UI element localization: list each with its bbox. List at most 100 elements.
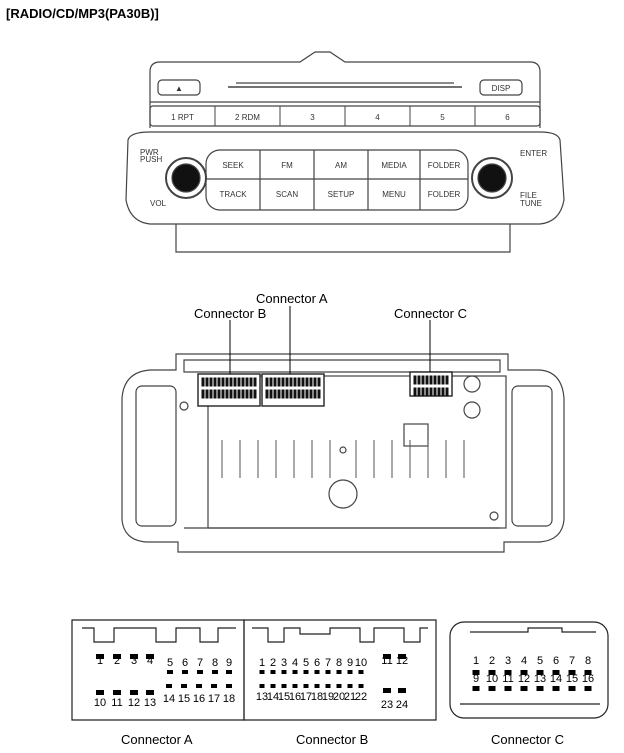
pin-label-8: 8 [585, 655, 591, 667]
pinout-title-b: Connector B [296, 732, 369, 747]
pin-cavity [303, 670, 309, 674]
connector-pin [277, 377, 281, 387]
rear-connector-a [261, 373, 325, 407]
connector-pin [229, 389, 233, 399]
pin-label-13: 13 [144, 697, 156, 709]
pin-cavity [552, 686, 560, 691]
pin-label-2: 2 [270, 657, 276, 669]
pin-cavity [292, 684, 298, 688]
connector-pin [309, 377, 313, 387]
pin-label-2: 2 [114, 655, 120, 667]
connector-pin [429, 375, 433, 385]
connector-pin [221, 389, 225, 399]
pin-label-7: 7 [197, 657, 203, 669]
connector-pin [221, 377, 225, 387]
connector-pin [233, 389, 237, 399]
connector-pin [413, 375, 417, 385]
pin-label-1: 1 [259, 657, 265, 669]
pin-label-12: 12 [396, 655, 408, 667]
eject-button [157, 79, 201, 96]
pin-label-9: 9 [347, 657, 353, 669]
connector-pin [317, 389, 321, 399]
connector-pin [217, 377, 221, 387]
pin-label-1: 1 [97, 655, 103, 667]
control-button-top-2: FM [281, 161, 293, 170]
control-button-bottom-2: SCAN [276, 190, 298, 199]
pin-cavity [259, 684, 265, 688]
connector-pin [273, 377, 277, 387]
pin-cavity [504, 670, 512, 675]
connector-pin [305, 377, 309, 387]
connector-pin [317, 377, 321, 387]
pin-cavity [336, 670, 342, 674]
vol-label: VOL [150, 199, 167, 208]
connector-pin [429, 387, 433, 397]
pin-label-20: 20 [333, 691, 345, 703]
connector-pin [229, 377, 233, 387]
control-button-bottom-4: MENU [382, 190, 406, 199]
pin-label-19: 19 [322, 691, 334, 703]
connector-pin [425, 387, 429, 397]
pin-label-15: 15 [178, 693, 190, 705]
volume-knob [171, 163, 201, 193]
pin-cavity [270, 684, 276, 688]
tune-knob [477, 163, 507, 193]
pin-cavity [472, 686, 480, 691]
pin-cavity [182, 670, 188, 674]
connector-pin [245, 389, 249, 399]
pin-cavity [314, 670, 320, 674]
connector-pin [209, 389, 213, 399]
pin-label-17: 17 [300, 691, 312, 703]
pin-cavity [113, 690, 121, 695]
pin-label-11: 11 [381, 655, 392, 667]
pin-cavity [536, 686, 544, 691]
pin-label-1: 1 [473, 655, 479, 667]
pin-cavity [130, 690, 138, 695]
pin-cavity [113, 654, 121, 659]
control-button-top-5: FOLDER [428, 161, 461, 170]
pin-cavity [325, 684, 331, 688]
pin-label-2: 2 [489, 655, 495, 667]
connector-pin [441, 375, 445, 385]
connector-pin [433, 375, 437, 385]
pin-label-5: 5 [167, 657, 173, 669]
connector-pin [293, 377, 297, 387]
pin-label-16: 16 [582, 673, 594, 685]
connector-pin [437, 375, 441, 385]
connector-pin [417, 387, 421, 397]
connector-pin [313, 377, 317, 387]
pin-label-12: 12 [128, 697, 140, 709]
pin-cavity [383, 654, 391, 659]
pin-label-14: 14 [163, 693, 175, 705]
control-button-top-1: SEEK [222, 161, 244, 170]
pin-label-11: 11 [111, 697, 122, 709]
pin-cavity [130, 654, 138, 659]
connector-pin [269, 377, 273, 387]
connector-pin [249, 377, 253, 387]
pin-label-5: 5 [537, 655, 543, 667]
callout-leaders [229, 306, 431, 374]
pin-cavity [281, 670, 287, 674]
connector-pin [281, 389, 285, 399]
pin-cavity [226, 684, 232, 688]
pin-label-6: 6 [553, 655, 559, 667]
pin-cavity [504, 686, 512, 691]
pin-cavity [96, 654, 104, 659]
connector-pin [253, 389, 257, 399]
connector-pin [289, 377, 293, 387]
page-title: [RADIO/CD/MP3(PA30B)] [6, 6, 159, 21]
connector-pin [253, 377, 257, 387]
pin-label-4: 4 [292, 657, 298, 669]
disp-button [479, 79, 523, 96]
preset-button-label-3: 3 [310, 113, 315, 122]
connector-pin [237, 389, 241, 399]
pin-cavity [336, 684, 342, 688]
disp-button-label: DISP [492, 84, 511, 93]
rear-connector-c [409, 371, 453, 397]
pin-label-8: 8 [336, 657, 342, 669]
pin-label-3: 3 [505, 655, 511, 667]
connector-pin [281, 377, 285, 387]
pin-cavity [196, 684, 202, 688]
pin-label-8: 8 [212, 657, 218, 669]
pin-cavity [166, 684, 172, 688]
